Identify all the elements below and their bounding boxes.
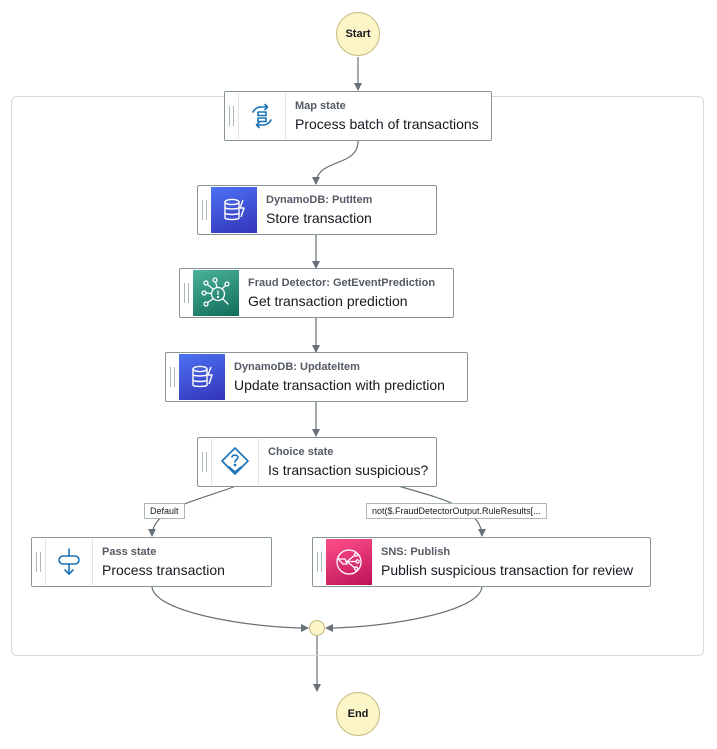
state-name: Publish suspicious transaction for revie… (381, 561, 634, 578)
state-name: Process transaction (102, 561, 225, 578)
state-name: Store transaction (266, 209, 372, 226)
edge-label-suspicious[interactable]: not($.FraudDetectorOutput.RuleResults[..… (366, 503, 547, 519)
sns-icon (326, 539, 372, 585)
state-publish[interactable]: SNS: Publish Publish suspicious transact… (312, 537, 651, 587)
dynamodb-icon (211, 187, 257, 233)
choice-state-icon (211, 439, 259, 485)
start-node[interactable]: Start (336, 12, 380, 56)
state-type: SNS: Publish (381, 545, 451, 558)
state-choice[interactable]: Choice state Is transaction suspicious? (197, 437, 437, 487)
end-label: End (347, 708, 369, 720)
state-name: Process batch of transactions (295, 115, 479, 132)
merge-node (309, 620, 325, 636)
state-name: Get transaction prediction (248, 292, 408, 309)
state-type: DynamoDB: PutItem (266, 193, 373, 206)
map-state-icon (238, 93, 286, 139)
edge-label-default[interactable]: Default (144, 503, 185, 519)
pass-state-icon (45, 539, 93, 585)
drag-handle[interactable] (32, 538, 45, 586)
state-name: Update transaction with prediction (234, 376, 445, 393)
state-type: Map state (295, 99, 346, 112)
drag-handle[interactable] (180, 269, 193, 317)
state-type: DynamoDB: UpdateItem (234, 360, 360, 373)
state-pass[interactable]: Pass state Process transaction (31, 537, 272, 587)
drag-handle[interactable] (225, 92, 238, 140)
state-type: Pass state (102, 545, 157, 558)
drag-handle[interactable] (166, 353, 179, 401)
state-name: Is transaction suspicious? (268, 461, 429, 478)
start-label: Start (345, 28, 371, 40)
drag-handle[interactable] (313, 538, 326, 586)
state-type: Fraud Detector: GetEventPrediction (248, 276, 436, 289)
state-update-transaction[interactable]: DynamoDB: UpdateItem Update transaction … (165, 352, 468, 402)
drag-handle[interactable] (198, 438, 211, 486)
edge-map-store (312, 140, 359, 185)
state-map[interactable]: Map state Process batch of transactions (224, 91, 492, 141)
state-store-transaction[interactable]: DynamoDB: PutItem Store transaction (197, 185, 437, 235)
drag-handle[interactable] (198, 186, 211, 234)
end-node[interactable]: End (336, 692, 380, 736)
edge-publish-merge (325, 585, 483, 632)
state-type: Choice state (268, 445, 334, 458)
edge-pass-merge (151, 585, 309, 632)
dynamodb-icon (179, 354, 225, 400)
fraud-detector-icon (193, 270, 239, 316)
state-get-prediction[interactable]: Fraud Detector: GetEventPrediction Get t… (179, 268, 454, 318)
